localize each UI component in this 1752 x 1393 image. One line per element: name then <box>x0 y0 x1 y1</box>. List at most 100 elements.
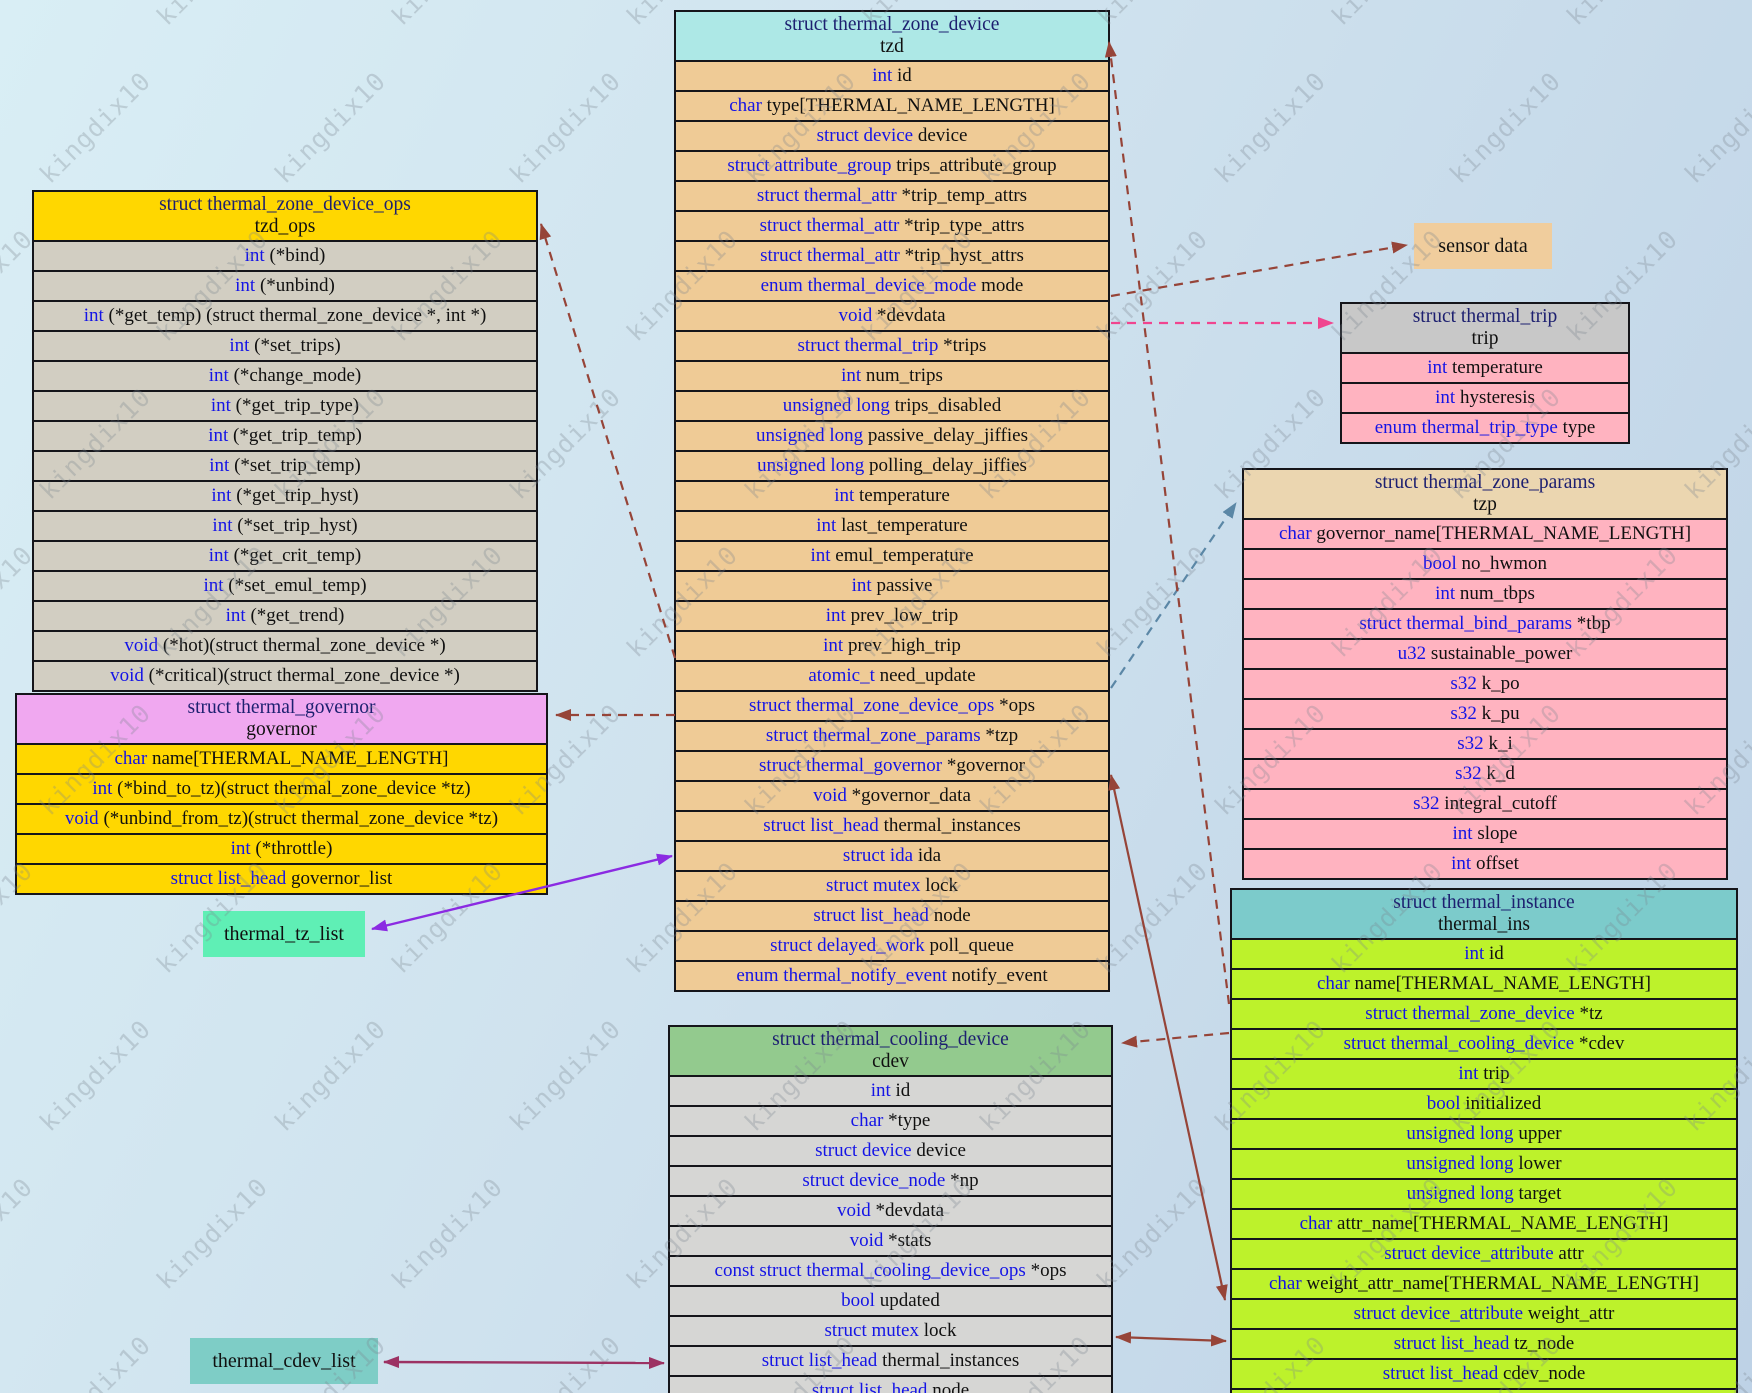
field-name: *ops <box>994 695 1035 716</box>
field-row: struct device_node *np <box>670 1165 1111 1195</box>
field-name: (*hot)(struct thermal_zone_device *) <box>158 635 446 656</box>
field-type: struct list_head <box>1393 1333 1510 1354</box>
field-name: (*critical)(struct thermal_zone_device *… <box>143 665 460 686</box>
field-type: struct attribute_group <box>727 155 892 176</box>
instance-name: trip <box>1471 328 1499 349</box>
field-name: (*get_trip_hyst) <box>231 485 359 506</box>
field-name: hysteresis <box>1455 387 1535 408</box>
field-type: bool <box>841 1290 875 1311</box>
field-name: thermal_instances <box>877 1350 1020 1371</box>
field-type: char <box>1278 523 1312 544</box>
field-name: integral_cutoff <box>1439 793 1557 814</box>
label-thermal-cdev-list: thermal_cdev_list <box>190 1338 378 1384</box>
field-type: int <box>229 335 250 356</box>
watermark-text: kingdix10 <box>151 0 274 31</box>
field-row: int (*get_trend) <box>34 600 536 630</box>
field-name: need_update <box>874 665 976 686</box>
field-type: int <box>823 635 844 656</box>
field-type: struct list_head <box>1382 1363 1499 1384</box>
field-name: prev_low_trip <box>845 605 959 626</box>
field-type: int <box>203 575 224 596</box>
field-type: char <box>1268 1273 1302 1294</box>
field-name: slope <box>1472 823 1518 844</box>
field-name: lock <box>918 1320 957 1341</box>
field-type: int <box>212 515 233 536</box>
field-type: void <box>836 1200 871 1221</box>
arrow-node-thermal-cdev-list <box>383 1356 665 1369</box>
field-type: int <box>1451 853 1472 874</box>
field-type: struct thermal_trip <box>797 335 939 356</box>
field-type: int <box>211 485 232 506</box>
field-row: struct thermal_governor *governor <box>676 750 1108 780</box>
field-name: *trip_temp_attrs <box>896 185 1028 206</box>
field-type: struct list_head <box>761 1350 878 1371</box>
field-name: target <box>1513 1183 1562 1204</box>
field-row: unsigned long lower <box>1232 1148 1736 1178</box>
field-row: struct mutex lock <box>670 1315 1111 1345</box>
instance-name: thermal_ins <box>1437 914 1531 935</box>
field-row: int trip <box>1232 1058 1736 1088</box>
instance-name: tzp <box>1473 494 1497 515</box>
field-type: unsigned long <box>1406 1183 1514 1204</box>
field-name: *governor <box>942 755 1025 776</box>
field-type: void <box>838 305 873 326</box>
field-name: attr_name[THERMAL_NAME_LENGTH] <box>1332 1213 1669 1234</box>
field-type: int <box>208 545 229 566</box>
field-name: lock <box>920 875 958 896</box>
field-name: governor_name[THERMAL_NAME_LENGTH] <box>1311 523 1692 544</box>
instance-name: tzd_ops <box>254 216 316 237</box>
field-name: (*throttle) <box>250 838 333 859</box>
field-name: *cdev <box>1574 1033 1625 1054</box>
struct-name: struct thermal_cooling_device <box>772 1029 1009 1050</box>
struct-name: struct thermal_governor <box>187 697 376 718</box>
field-type: int <box>208 365 229 386</box>
field-row: struct ida ida <box>676 840 1108 870</box>
field-name: *tbp <box>1572 613 1611 634</box>
field-row: enum thermal_device_mode mode <box>676 270 1108 300</box>
field-name: node <box>928 905 971 926</box>
field-row: struct list_head node <box>676 900 1108 930</box>
watermark-text: kingdix10 <box>33 1330 157 1393</box>
watermark-text: kingdix10 <box>1443 66 1567 189</box>
field-row: s32 k_pu <box>1244 698 1726 728</box>
field-type: struct mutex <box>824 1320 919 1341</box>
field-name: cdev_node <box>1498 1363 1586 1384</box>
field-type: int <box>92 778 113 799</box>
field-row: struct thermal_trip *trips <box>676 330 1108 360</box>
field-name: polling_delay_jiffies <box>864 455 1027 476</box>
field-name: (*set_emul_temp) <box>223 575 367 596</box>
field-type: s32 <box>1455 763 1482 784</box>
field-row: int (*get_trip_hyst) <box>34 480 536 510</box>
field-row: struct list_head cdev_node <box>1232 1358 1736 1388</box>
struct-name: struct thermal_instance <box>1393 892 1575 913</box>
field-row: int (*set_trips) <box>34 330 536 360</box>
field-type: int <box>816 515 837 536</box>
field-row: struct delayed_work poll_queue <box>676 930 1108 960</box>
field-type: s32 <box>1413 793 1440 814</box>
field-name: k_pu <box>1476 703 1520 724</box>
field-name: ida <box>913 845 942 866</box>
field-name: (*get_crit_temp) <box>228 545 362 566</box>
field-type: int <box>872 65 893 86</box>
field-row: int last_temperature <box>676 510 1108 540</box>
field-row: char *type <box>670 1105 1111 1135</box>
field-name: id <box>1484 943 1504 964</box>
field-row: void *governor_data <box>676 780 1108 810</box>
field-row: int (*set_trip_temp) <box>34 450 536 480</box>
field-row: char name[THERMAL_NAME_LENGTH] <box>1232 968 1736 998</box>
watermark-text: kingdix10 <box>503 1014 627 1137</box>
field-row: int (*get_trip_temp) <box>34 420 536 450</box>
field-row: struct thermal_attr *trip_hyst_attrs <box>676 240 1108 270</box>
field-name: governor_list <box>286 868 393 889</box>
field-row: struct device_attribute weight_attr <box>1232 1298 1736 1328</box>
field-row: int (*unbind) <box>34 270 536 300</box>
field-name: k_d <box>1481 763 1515 784</box>
field-type: int <box>810 545 831 566</box>
watermark-text: kingdix10 <box>268 66 392 189</box>
field-row: struct thermal_zone_device_ops *ops <box>676 690 1108 720</box>
